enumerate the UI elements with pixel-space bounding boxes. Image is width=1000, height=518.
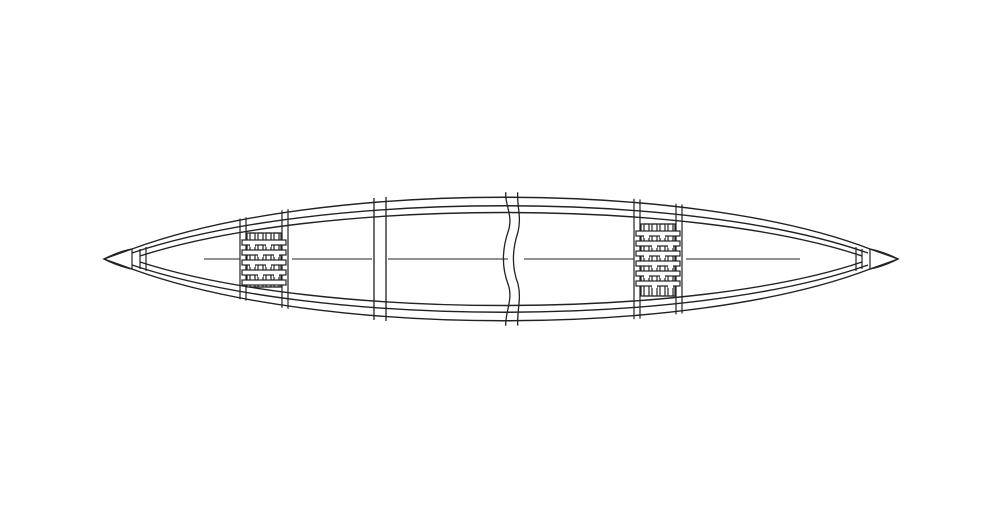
stern-seat (633, 195, 683, 325)
portage-yoke (502, 192, 521, 326)
gunwale-inner (131, 205, 869, 313)
bow-seat-webbing (241, 232, 287, 288)
stern-deck (855, 247, 900, 271)
bow-deck (102, 247, 147, 271)
bow-seat (239, 200, 289, 320)
center-thwart (373, 195, 387, 325)
stern-seat-webbing (635, 223, 681, 297)
canoe-hull (139, 211, 863, 307)
